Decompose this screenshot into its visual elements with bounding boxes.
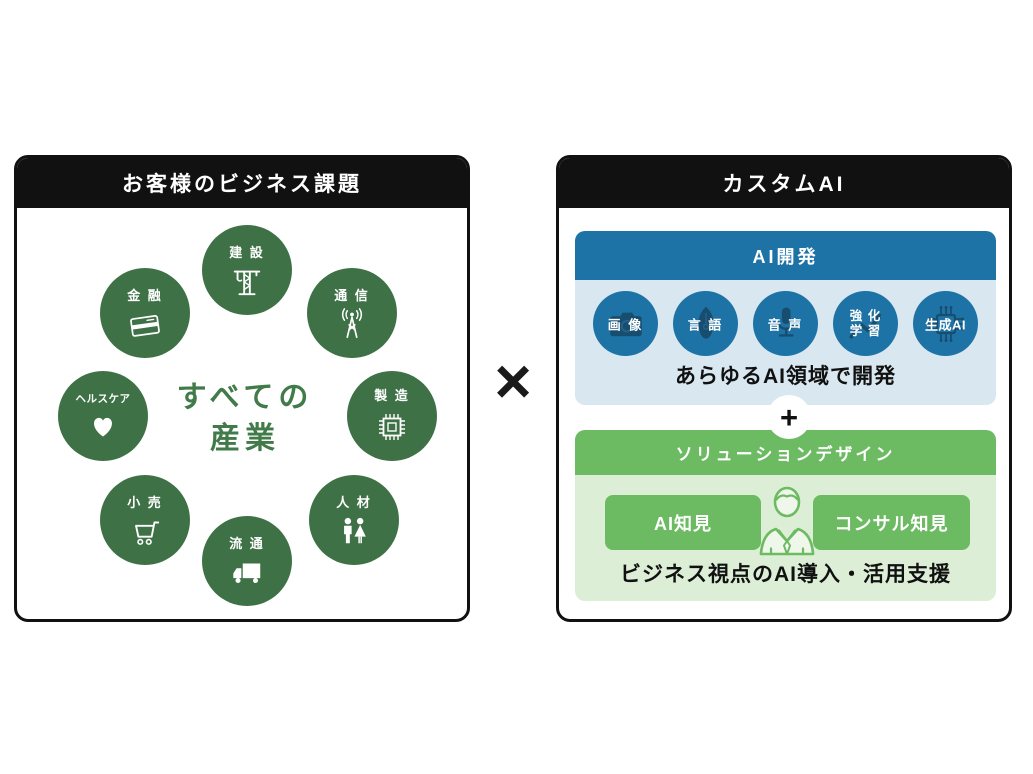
label-line1: 強 化	[849, 308, 882, 323]
all-industries-line1: すべての	[176, 381, 314, 414]
ai-knowledge-box: AI知見	[605, 495, 761, 550]
ai-domain-reinforcement: 強 化 学 習	[833, 291, 898, 356]
industry-label: 製 造	[374, 388, 410, 403]
customer-business-panel: お客様のビジネス課題 すべての 産業 建 設 金 融	[14, 155, 470, 622]
industry-circle-finance: 金 融	[100, 268, 190, 358]
industry-label: 金 融	[127, 288, 163, 303]
pen-nib-icon	[698, 306, 713, 339]
plus-badge: +	[767, 395, 811, 439]
label-line2: 学 習	[849, 323, 882, 338]
industry-circle-logistics: 流 通	[202, 516, 292, 606]
industry-circle-retail: 小 売	[100, 475, 190, 565]
industry-label: 建 設	[229, 245, 265, 260]
custom-ai-panel: カスタムAI AI開発 画 像	[556, 155, 1012, 622]
industry-label: 人 材	[336, 495, 372, 510]
heart-icon	[94, 417, 112, 437]
line-chart-icon	[849, 312, 882, 339]
industry-label: ヘルスケア	[75, 393, 131, 405]
industry-circle-telecom: 通 信	[307, 268, 397, 358]
plus-sign: +	[779, 399, 799, 435]
crane-icon	[233, 270, 261, 296]
ai-development-box: AI開発 画 像	[575, 231, 996, 405]
ai-domain-label: 強 化 学 習	[833, 309, 898, 339]
industry-label: 通 信	[334, 288, 370, 303]
camera-icon	[609, 312, 642, 336]
cart-icon	[135, 521, 160, 545]
ai-domain-label: 画 像	[607, 317, 644, 332]
solution-design-box: ソリューションデザイン AI知見 コンサル知見 ビジネス視点のAI導入・活用支援	[575, 430, 996, 601]
ai-domain-label: 音 声	[767, 317, 804, 332]
right-panel-title: カスタムAI	[559, 158, 1009, 208]
ai-development-caption: あらゆるAI領域で開発	[675, 365, 896, 388]
microphone-icon	[775, 307, 796, 337]
all-industries-text: すべての 産業	[130, 377, 360, 459]
industry-circle-hr: 人 材	[309, 475, 399, 565]
ai-development-header: AI開発	[575, 231, 996, 280]
ai-domain-label: 言 語	[687, 317, 724, 332]
ai-domain-language: 言 語	[673, 291, 738, 356]
antenna-icon	[341, 308, 363, 339]
ai-domain-voice: 音 声	[753, 291, 818, 356]
solution-design-caption: ビジネス視点のAI導入・活用支援	[620, 563, 951, 586]
ai-domain-image: 画 像	[593, 291, 658, 356]
industry-circle-healthcare: ヘルスケア	[58, 371, 148, 461]
industry-circle-construction: 建 設	[202, 225, 292, 315]
people-icon	[344, 517, 366, 544]
truck-icon	[233, 563, 261, 584]
industry-label: 流 通	[229, 536, 265, 551]
industry-circle-manufacturing: 製 造	[347, 371, 437, 461]
all-industries-line2: 産業	[210, 422, 280, 455]
left-panel-title: お客様のビジネス課題	[17, 158, 467, 208]
ai-domain-generative: 生成AI	[913, 291, 978, 356]
credit-card-icon	[130, 315, 160, 337]
industry-label: 小 売	[127, 495, 163, 510]
chip-icon	[379, 414, 405, 440]
ai-chip-icon	[927, 305, 964, 342]
consulting-knowledge-box: コンサル知見	[813, 495, 970, 550]
multiply-sign: ×	[494, 345, 532, 417]
ai-domain-circles: 画 像 言 語 音 声	[575, 291, 996, 356]
consultant-person-icon	[758, 480, 816, 563]
ai-domain-label: 生成AI	[924, 317, 966, 332]
